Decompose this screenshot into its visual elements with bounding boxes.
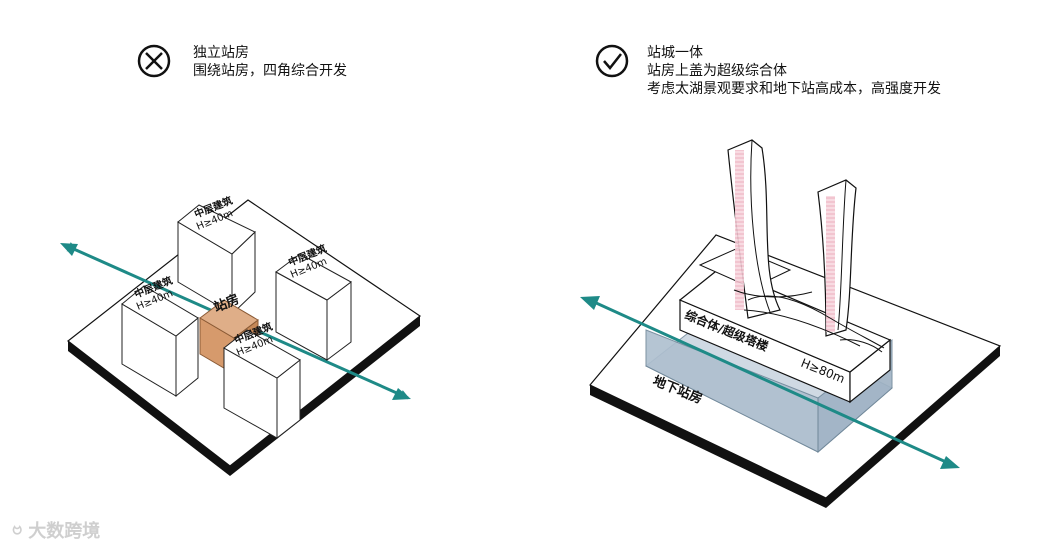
right-note: 考虑太湖景观要求和地下站高成本，高强度开发 (647, 81, 941, 97)
right-caption: 站城一体 站房上盖为超级综合体 考虑太湖景观要求和地下站高成本，高强度开发 (647, 44, 941, 98)
super-tower-left (727, 139, 781, 319)
watermark-logo-icon: ဗ (12, 518, 23, 539)
left-title: 独立站房 (193, 45, 249, 61)
watermark: ဗ 大数跨境 (12, 516, 100, 543)
building-right: 中层建筑 H≥40m (275, 242, 352, 361)
building-left: 中层建筑 H≥40m (121, 274, 199, 398)
right-subtitle: 站房上盖为超级综合体 (647, 63, 787, 79)
check-circle-icon (595, 44, 629, 78)
left-subtitle: 围绕站房，四角综合开发 (193, 63, 347, 79)
cross-circle-icon (137, 44, 171, 78)
super-tower-right (817, 179, 857, 337)
left-caption: 独立站房 围绕站房，四角综合开发 (193, 44, 347, 80)
right-title: 站城一体 (647, 45, 703, 61)
tower-podium-curves (733, 289, 885, 353)
building-front: 中层建筑 H≥40m (223, 320, 301, 440)
building-top: 中层建筑 H≥40m (177, 194, 256, 316)
right-axis-arrow (593, 300, 947, 464)
watermark-text: 大数跨境 (28, 520, 101, 542)
podium-complex: 综合体/超级塔楼 H≥80m (678, 247, 892, 404)
